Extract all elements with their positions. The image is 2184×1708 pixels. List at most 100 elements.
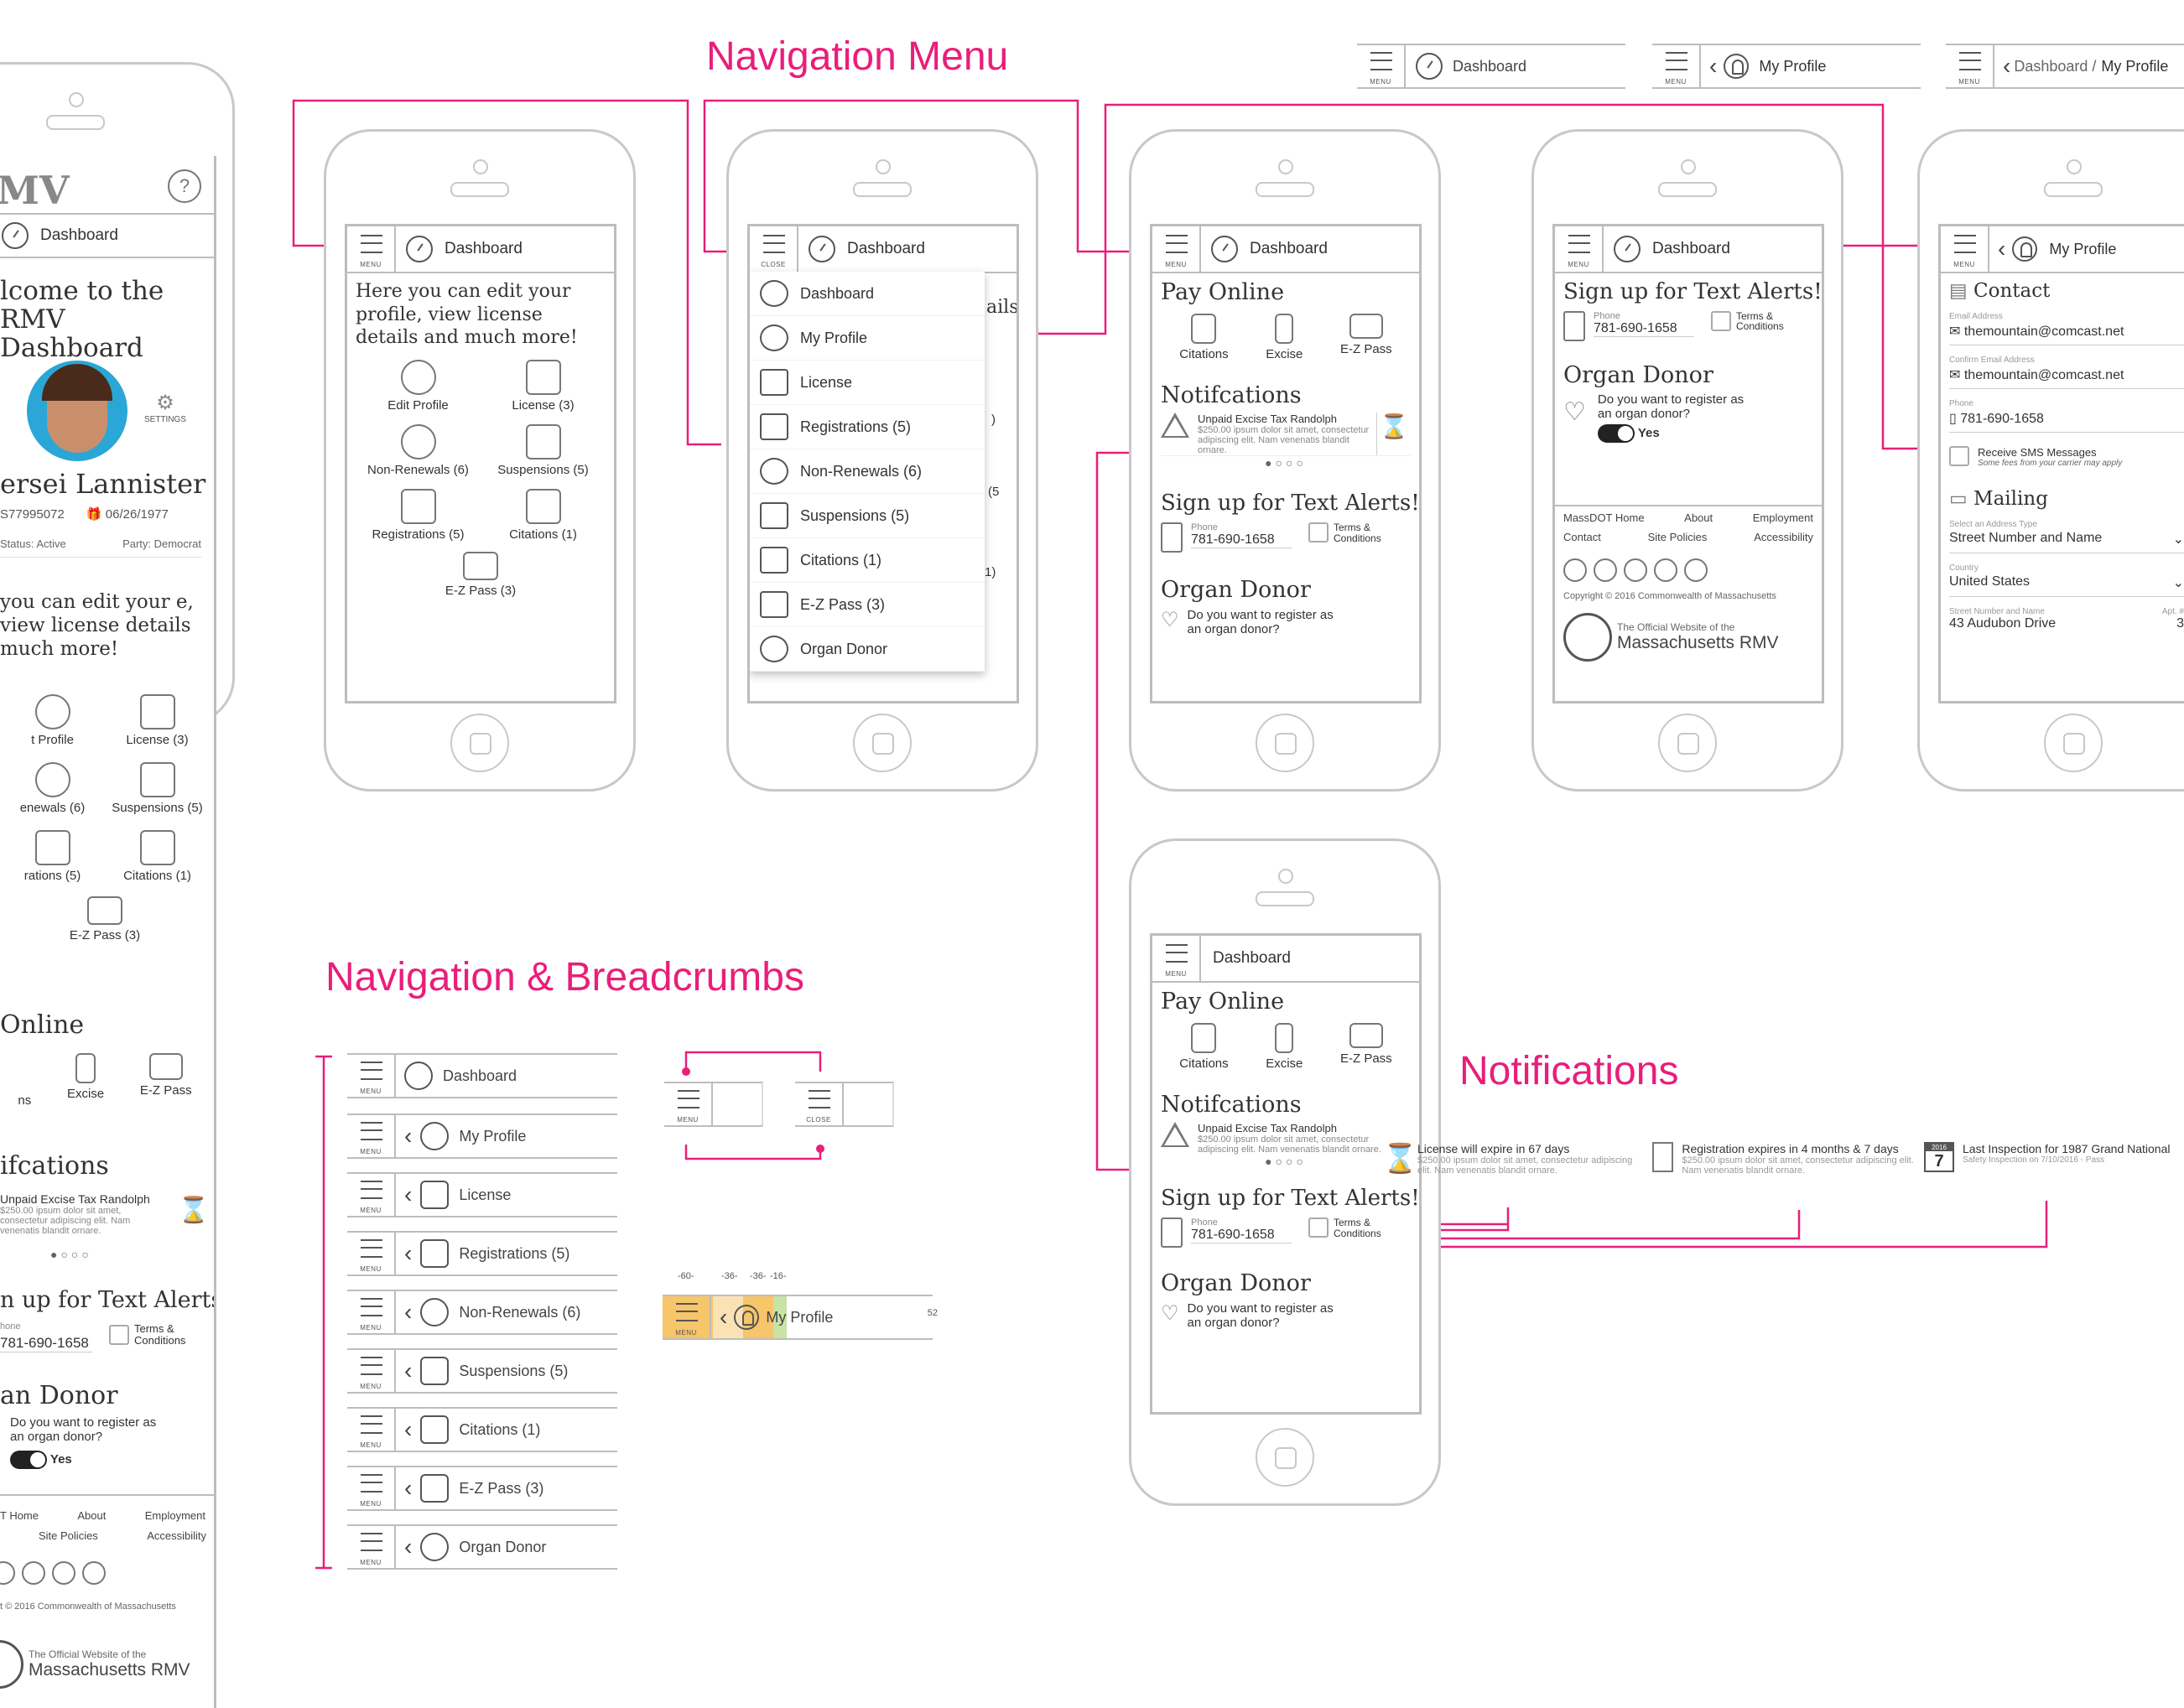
footer-link[interactable]: Employment bbox=[1752, 511, 1813, 524]
twitter-icon[interactable] bbox=[1594, 558, 1617, 582]
notification-card-license[interactable]: ⌛ License will expire in 67 days $250.00… bbox=[1382, 1142, 1633, 1176]
facebook-icon[interactable] bbox=[1563, 558, 1587, 582]
wordpress-icon[interactable] bbox=[1654, 558, 1677, 582]
menu-button[interactable]: MENU bbox=[1357, 44, 1406, 89]
terms-checkbox[interactable] bbox=[1308, 1217, 1329, 1238]
footer-link[interactable]: T Home bbox=[0, 1509, 39, 1522]
youtube-icon[interactable] bbox=[22, 1561, 45, 1585]
confirm-email-field[interactable]: ✉ themountain@comcast.net bbox=[1949, 365, 2184, 389]
menu-button[interactable]: MENU bbox=[1152, 936, 1201, 981]
menu-button[interactable]: MENU bbox=[1555, 226, 1604, 272]
avatar[interactable] bbox=[27, 361, 127, 461]
citations-tile[interactable]: Citations (1) bbox=[105, 830, 210, 883]
non-renewals-tile[interactable]: enewals (6) bbox=[0, 762, 105, 815]
back-chevron-icon[interactable]: ‹ bbox=[404, 1534, 413, 1560]
excise-pay[interactable]: Excise bbox=[1266, 1022, 1303, 1071]
back-chevron-icon[interactable]: ‹ bbox=[404, 1123, 413, 1149]
back-chevron-icon[interactable]: ‹ bbox=[404, 1299, 413, 1325]
terms-checkbox[interactable] bbox=[109, 1324, 129, 1345]
menu-button[interactable]: MENU bbox=[347, 1172, 396, 1217]
carousel-dots[interactable]: ●○○○ bbox=[1265, 456, 1307, 470]
address-type-select[interactable]: Street Number and Name⌄ bbox=[1949, 529, 2184, 553]
ez-pass-pay[interactable]: E-Z Pass bbox=[1340, 313, 1392, 361]
edit-profile-tile[interactable]: t Profile bbox=[0, 694, 105, 747]
footer-link[interactable]: Accessibility bbox=[1754, 531, 1813, 543]
suspensions-tile[interactable]: Suspensions (5) bbox=[105, 762, 210, 815]
menu-button[interactable]: MENU bbox=[664, 1082, 713, 1127]
footer-link[interactable]: Contact bbox=[1563, 531, 1601, 543]
menu-button[interactable]: MENU bbox=[663, 1295, 711, 1340]
ez-pass-tile[interactable]: E-Z Pass (3) bbox=[0, 896, 210, 942]
footer-link[interactable]: Site Policies bbox=[1647, 531, 1708, 543]
menu-item-dashboard[interactable]: Dashboard bbox=[750, 272, 985, 316]
menu-item-registrations[interactable]: Registrations (5) bbox=[750, 405, 985, 449]
notification-card[interactable]: Unpaid Excise Tax Randolph $250.00 ipsum… bbox=[1161, 413, 1411, 457]
menu-item-non-renewals[interactable]: Non-Renewals (6) bbox=[750, 449, 985, 494]
footer-link[interactable]: Site Policies bbox=[39, 1529, 98, 1542]
phone-field[interactable]: 781-690-1658 bbox=[1191, 1228, 1292, 1243]
menu-button[interactable]: MENU bbox=[347, 1407, 396, 1452]
street-field[interactable]: 43 Audubon Drive bbox=[1949, 616, 2057, 631]
instagram-icon[interactable] bbox=[1684, 558, 1708, 582]
menu-button[interactable]: MENU bbox=[347, 226, 396, 272]
back-chevron-icon[interactable]: ‹ bbox=[1709, 53, 1718, 79]
close-menu-button[interactable]: CLOSE bbox=[795, 1082, 844, 1127]
license-tile[interactable]: License (3) bbox=[481, 359, 606, 413]
citations-pay[interactable]: Citations bbox=[1179, 1022, 1229, 1071]
menu-item-organ-donor[interactable]: Organ Donor bbox=[750, 627, 985, 672]
footer-link[interactable]: MassDOT Home bbox=[1563, 511, 1645, 524]
menu-button[interactable]: MENU bbox=[347, 1290, 396, 1335]
carousel-dots[interactable]: ●○○○ bbox=[50, 1248, 92, 1261]
notification-card-inspection[interactable]: 2016 7 Last Inspection for 1987 Grand Na… bbox=[1924, 1142, 2184, 1172]
citations-pay[interactable]: Citations bbox=[1179, 313, 1229, 361]
excise-pay[interactable]: Excise bbox=[1266, 313, 1303, 361]
registrations-tile[interactable]: Registrations (5) bbox=[356, 488, 481, 542]
back-chevron-icon[interactable]: ‹ bbox=[404, 1181, 413, 1207]
footer-link[interactable]: Employment bbox=[144, 1509, 205, 1522]
back-chevron-icon[interactable]: ‹ bbox=[404, 1358, 413, 1384]
menu-button[interactable]: MENU bbox=[1152, 226, 1201, 272]
back-chevron-icon[interactable]: ‹ bbox=[404, 1475, 413, 1501]
edit-profile-tile[interactable]: Edit Profile bbox=[356, 359, 481, 413]
license-tile[interactable]: License (3) bbox=[105, 694, 210, 747]
terms-checkbox[interactable] bbox=[1711, 310, 1731, 331]
country-select[interactable]: United States⌄ bbox=[1949, 573, 2184, 597]
phone-field[interactable]: 781-690-1658 bbox=[1191, 532, 1292, 548]
footer-link[interactable]: About bbox=[1684, 511, 1713, 524]
excise-pay[interactable]: Excise bbox=[67, 1053, 104, 1108]
ez-pass-tile[interactable]: E-Z Pass (3) bbox=[356, 551, 606, 598]
menu-button[interactable]: MENU bbox=[347, 1114, 396, 1159]
menu-button[interactable]: MENU bbox=[347, 1524, 396, 1570]
menu-button[interactable]: MENU bbox=[1941, 226, 1989, 272]
youtube-icon[interactable] bbox=[1624, 558, 1647, 582]
non-renewals-tile[interactable]: Non-Renewals (6) bbox=[356, 423, 481, 477]
twitter-icon[interactable] bbox=[0, 1561, 15, 1585]
back-chevron-icon[interactable]: ‹ bbox=[404, 1240, 413, 1266]
suspensions-tile[interactable]: Suspensions (5) bbox=[481, 423, 606, 477]
settings-link[interactable]: ⚙ SETTINGS bbox=[144, 392, 187, 424]
citations-pay[interactable]: ns bbox=[18, 1093, 32, 1108]
back-chevron-icon[interactable]: ‹ bbox=[1998, 236, 2006, 262]
ez-pass-pay[interactable]: E-Z Pass bbox=[1340, 1022, 1392, 1071]
back-chevron-icon[interactable]: ‹ bbox=[2003, 53, 2011, 79]
back-chevron-icon[interactable]: ‹ bbox=[720, 1304, 728, 1330]
sms-checkbox[interactable] bbox=[1949, 446, 1969, 466]
footer-link[interactable]: About bbox=[77, 1509, 107, 1522]
close-menu-button[interactable]: CLOSE bbox=[750, 226, 798, 272]
menu-button[interactable]: MENU bbox=[1652, 44, 1701, 89]
organ-donor-toggle[interactable] bbox=[10, 1451, 47, 1469]
ez-pass-pay[interactable]: E-Z Pass bbox=[140, 1053, 192, 1108]
organ-donor-toggle[interactable] bbox=[1597, 424, 1635, 444]
phone-field[interactable]: 781-690-1658 bbox=[1594, 321, 1694, 337]
menu-button[interactable]: MENU bbox=[347, 1466, 396, 1511]
menu-item-ez-pass[interactable]: E-Z Pass (3) bbox=[750, 583, 985, 627]
menu-button[interactable]: MENU bbox=[347, 1348, 396, 1394]
menu-item-suspensions[interactable]: Suspensions (5) bbox=[750, 494, 985, 538]
registrations-tile[interactable]: rations (5) bbox=[0, 830, 105, 883]
notification-card-registration[interactable]: Registration expires in 4 months & 7 day… bbox=[1652, 1142, 1921, 1176]
menu-button[interactable]: MENU bbox=[1946, 44, 1994, 89]
notification-card[interactable]: Unpaid Excise Tax Randolph $250.00 ipsum… bbox=[1161, 1122, 1411, 1155]
phone-field[interactable]: ▯ 781-690-1658 bbox=[1949, 408, 2184, 433]
footer-link[interactable]: Accessibility bbox=[147, 1529, 206, 1542]
back-chevron-icon[interactable]: ‹ bbox=[404, 1416, 413, 1442]
